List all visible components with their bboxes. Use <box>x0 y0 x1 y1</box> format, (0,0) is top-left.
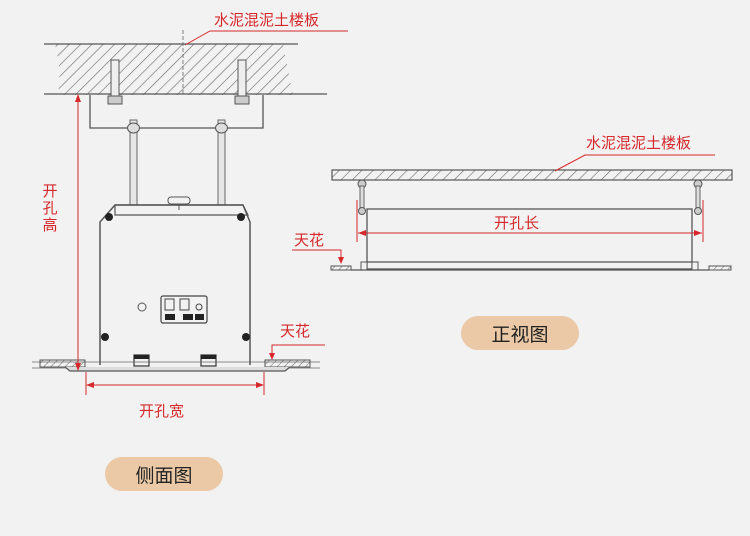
side-view-caption: 侧面图 <box>105 457 223 491</box>
projector-housing <box>99 196 251 367</box>
front-ceiling-leader <box>292 249 342 263</box>
side-slab-leader <box>184 30 348 46</box>
front-slab-label: 水泥混泥土楼板 <box>586 134 692 152</box>
opening-length-dimension <box>356 200 704 242</box>
opening-length-label: 开孔长 <box>494 214 540 232</box>
side-ceiling <box>32 359 320 372</box>
front-hangers <box>357 179 703 215</box>
front-view <box>292 154 733 271</box>
side-slab-label: 水泥混泥土楼板 <box>214 11 320 29</box>
front-slab-leader <box>554 154 715 172</box>
opening-height-label: 开孔高 <box>42 182 58 234</box>
hanging-bracket <box>89 95 264 129</box>
front-view-caption: 正视图 <box>461 316 579 350</box>
front-ceiling-label: 天花 <box>294 231 325 249</box>
front-ceiling <box>330 265 732 271</box>
opening-height-dimension <box>75 94 81 371</box>
anchor-bolts <box>107 59 250 105</box>
opening-width-label: 开孔宽 <box>139 402 185 420</box>
side-view <box>32 30 348 395</box>
side-ceiling-label: 天花 <box>280 322 311 340</box>
side-concrete-slab <box>44 30 327 95</box>
front-concrete-slab <box>331 169 733 181</box>
side-ceiling-leader <box>271 344 325 359</box>
opening-width-dimension <box>85 372 265 395</box>
screen-housing <box>360 208 699 271</box>
